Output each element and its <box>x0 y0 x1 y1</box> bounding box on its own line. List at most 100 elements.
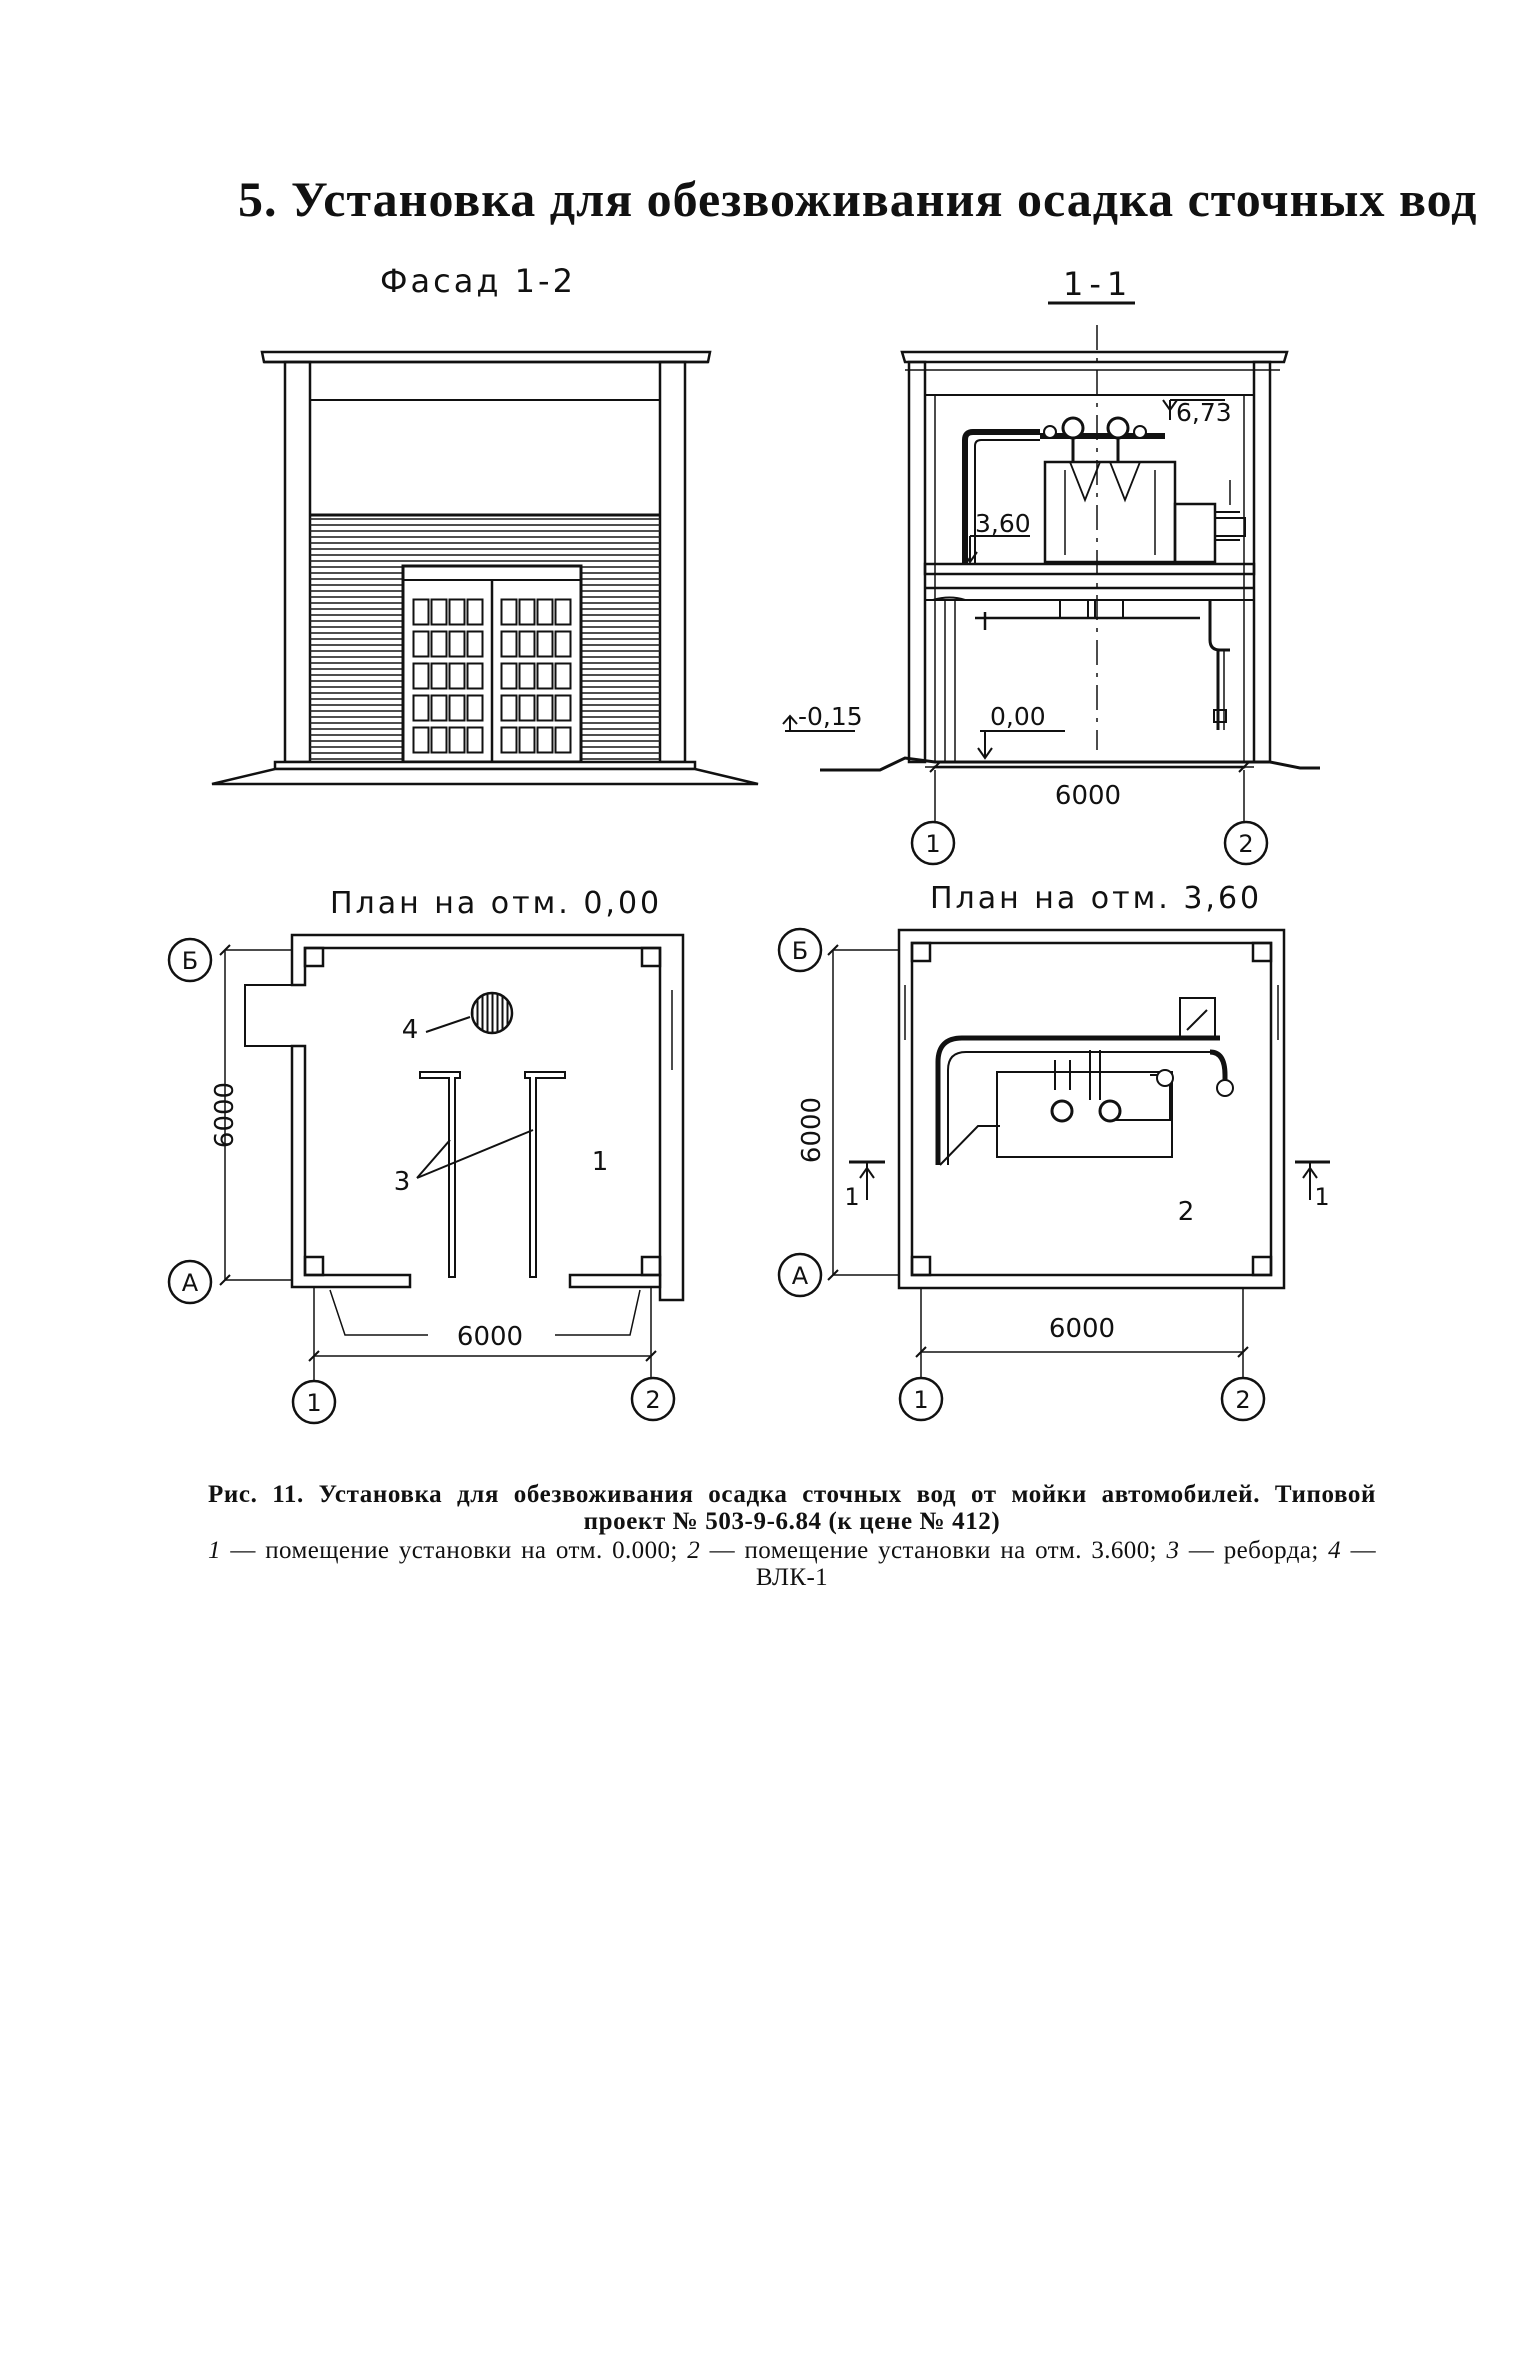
section-title: 1-1 <box>1063 265 1133 303</box>
gate-panel <box>554 726 572 754</box>
gate-panel <box>412 598 430 626</box>
plan-upper-dim-horizontal: 6000 <box>1049 1314 1115 1344</box>
gate-panel <box>536 630 554 658</box>
svg-text:1: 1 <box>913 1386 928 1414</box>
legend-1-number: 1 <box>208 1537 221 1564</box>
label-room-2: 2 <box>1178 1197 1195 1227</box>
gate-panel <box>554 598 572 626</box>
section-drawing: 1-1 <box>782 265 1320 866</box>
gate-panel <box>430 630 448 658</box>
figure-caption: Рис. 11. Установка для обезвоживания оса… <box>208 1481 1376 1591</box>
svg-text:Б: Б <box>792 937 808 965</box>
plan-upper-dim-vertical: 6000 <box>797 1097 827 1163</box>
gate-panel <box>430 662 448 690</box>
gate-panel <box>466 694 484 722</box>
gate-panel <box>448 694 466 722</box>
section-axis-marker-left: 1 <box>910 820 956 866</box>
gate-panel <box>448 598 466 626</box>
plan-lower-axis-1: 1 <box>291 1379 337 1425</box>
facade-gate-grid <box>412 598 572 754</box>
section-elev-top: 6,73 <box>1176 398 1232 427</box>
caption-legend: 1 — помещение установки на отм. 0.000; 2… <box>208 1537 1376 1591</box>
gate-panel <box>412 726 430 754</box>
cut-mark-left-label: 1 <box>844 1183 859 1211</box>
svg-text:1: 1 <box>306 1389 321 1417</box>
section-elev-ground: -0,15 <box>798 702 863 731</box>
plan-lower-title: План на отм. 0,00 <box>330 886 662 921</box>
legend-2-text: — помещение установки на отм. 3.600; <box>700 1537 1167 1564</box>
legend-2-number: 2 <box>687 1537 701 1564</box>
legend-1-text: — помещение установки на отм. 0.000; <box>220 1537 688 1564</box>
legend-4-number: 4 <box>1328 1537 1342 1564</box>
gate-panel <box>466 630 484 658</box>
gate-panel <box>448 726 466 754</box>
gate-panel <box>536 694 554 722</box>
section-elev-floor: 0,00 <box>990 702 1046 731</box>
vlk-1-symbol <box>470 991 514 1035</box>
section-elev-platform: 3,60 <box>975 509 1031 538</box>
label-rebord-3: 3 <box>394 1167 411 1197</box>
facade-building <box>211 350 759 786</box>
svg-text:Б: Б <box>182 947 198 975</box>
cut-mark-right-label: 1 <box>1314 1183 1329 1211</box>
svg-text:А: А <box>792 1262 809 1290</box>
section-building <box>782 325 1320 850</box>
gate-panel <box>518 726 536 754</box>
facade-title: Фасад 1-2 <box>380 262 576 300</box>
gate-panel <box>500 726 518 754</box>
legend-4-text: — ВЛК-1 <box>755 1537 1376 1591</box>
page-heading: 5. Установка для обезвоживания осадка ст… <box>238 171 1478 227</box>
gate-panel <box>500 662 518 690</box>
plan-upper-title: План на отм. 3,60 <box>930 881 1262 916</box>
svg-text:2: 2 <box>645 1386 660 1414</box>
svg-text:2: 2 <box>1235 1386 1250 1414</box>
caption-title: Рис. 11. Установка для обезвоживания оса… <box>208 1481 1376 1535</box>
gate-panel <box>430 726 448 754</box>
svg-text:1: 1 <box>925 830 940 858</box>
plan-lower-walls <box>219 933 685 1380</box>
gate-panel <box>518 630 536 658</box>
gate-panel <box>430 694 448 722</box>
gate-panel <box>554 630 572 658</box>
gate-panel <box>412 662 430 690</box>
gate-panel <box>536 662 554 690</box>
gate-panel <box>518 694 536 722</box>
gate-panel <box>536 598 554 626</box>
gate-panel <box>448 662 466 690</box>
gate-panel <box>536 726 554 754</box>
section-axis-marker-right: 2 <box>1223 820 1269 866</box>
plan-lower-dim-vertical: 6000 <box>210 1082 240 1148</box>
gate-panel <box>500 694 518 722</box>
gate-panel <box>448 630 466 658</box>
gate-panel <box>466 598 484 626</box>
plan-upper-axis-1: 1 <box>898 1376 944 1422</box>
plan-lower-dim-horizontal: 6000 <box>457 1322 523 1352</box>
gate-panel <box>518 598 536 626</box>
svg-text:2: 2 <box>1238 830 1253 858</box>
plan-lower-axis-b: Б <box>167 937 213 983</box>
plan-lower-axis-a: А <box>167 1259 213 1305</box>
gate-panel <box>430 598 448 626</box>
plan-upper-axis-a: А <box>777 1252 823 1298</box>
gate-panel <box>500 630 518 658</box>
gate-panel <box>554 694 572 722</box>
gate-panel <box>466 726 484 754</box>
label-room-1: 1 <box>592 1147 609 1177</box>
plan-upper-walls <box>827 928 1330 1380</box>
label-vlk-4: 4 <box>402 1015 419 1045</box>
gate-panel <box>412 630 430 658</box>
plan-lower-drawing: План на отм. 0,00 <box>167 886 685 1425</box>
gate-panel <box>412 694 430 722</box>
legend-3-number: 3 <box>1166 1537 1180 1564</box>
gate-panel <box>466 662 484 690</box>
gate-panel <box>500 598 518 626</box>
section-dim-width: 6000 <box>1055 781 1121 811</box>
facade-drawing: Фасад 1-2 <box>211 262 759 786</box>
plan-upper-drawing: План на отм. 3,60 <box>777 881 1330 1422</box>
svg-text:А: А <box>182 1269 199 1297</box>
plan-upper-axis-2: 2 <box>1220 1376 1266 1422</box>
gate-panel <box>518 662 536 690</box>
gate-panel <box>554 662 572 690</box>
